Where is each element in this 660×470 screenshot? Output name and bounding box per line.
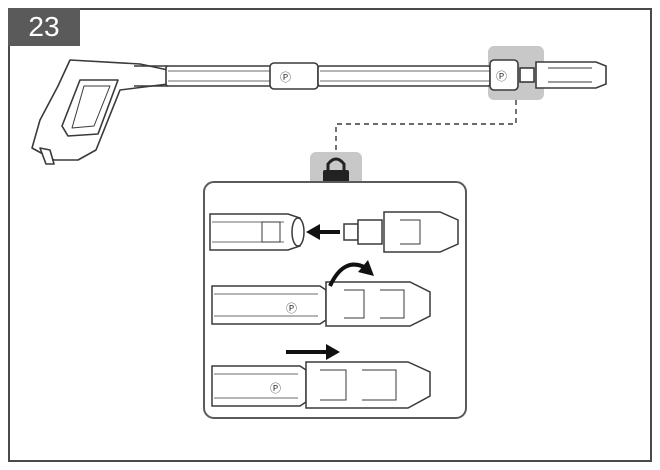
lance-tube: Ⓟ	[166, 63, 490, 89]
lance-coupling: Ⓟ	[490, 60, 606, 90]
svg-text:Ⓟ: Ⓟ	[280, 71, 291, 84]
svg-text:Ⓟ: Ⓟ	[286, 302, 297, 315]
svg-text:Ⓟ: Ⓟ	[496, 70, 507, 83]
detail-step-slide: Ⓟ	[212, 362, 430, 408]
detail-connector	[336, 100, 516, 150]
svg-text:Ⓟ: Ⓟ	[270, 382, 281, 395]
detail-step-rotate: Ⓟ	[212, 282, 430, 326]
spray-gun-handle	[32, 60, 168, 164]
